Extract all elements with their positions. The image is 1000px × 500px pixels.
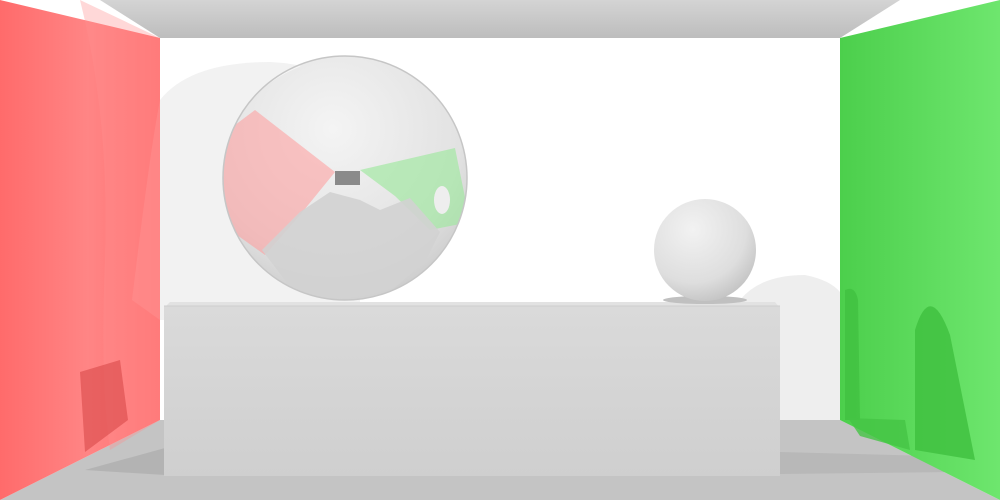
right-wall-small-shadow <box>845 288 860 420</box>
glass-sphere-caustic <box>434 186 450 214</box>
glass-sphere-light-refraction <box>335 171 360 185</box>
glass-sphere <box>222 55 468 301</box>
left-wall-glass-reflection <box>132 100 160 320</box>
left-wall-shadow <box>80 360 128 452</box>
left-wall-highlight <box>80 0 160 450</box>
right-wall-lower-shadow <box>848 418 910 450</box>
right-wall <box>840 0 1000 500</box>
floor-shadow-right <box>780 452 955 474</box>
glass-sphere-floor-refraction <box>262 192 440 300</box>
floor-shadow-left <box>85 448 165 475</box>
box-front <box>164 306 780 476</box>
small-sphere <box>654 199 756 304</box>
glass-sphere-red-refraction <box>223 110 335 255</box>
ceiling <box>100 0 900 38</box>
right-wall-arch-shadow <box>915 306 975 460</box>
